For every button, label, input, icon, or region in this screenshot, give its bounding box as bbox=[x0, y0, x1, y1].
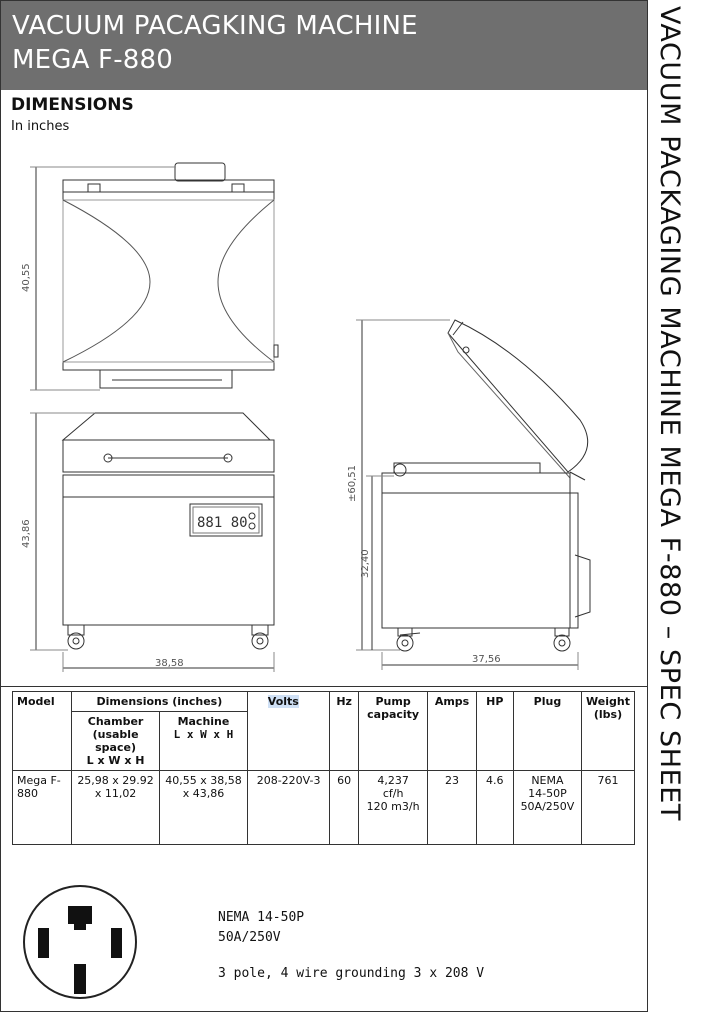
dim-side-height: 32,40 bbox=[360, 549, 371, 578]
header-chamber: Chamber (usable space) L x W x H bbox=[70, 711, 161, 771]
plug-info-line2: 50A/250V bbox=[218, 930, 281, 945]
header-pump: Pump capacity bbox=[357, 691, 429, 771]
front-view-drawing: 881 80 bbox=[30, 412, 275, 672]
technical-drawings: 881 80 40,55 bbox=[21, 162, 591, 672]
cell-chamber: 25,98 x 29.92 x 11,02 bbox=[70, 770, 161, 845]
spec-table: Model Dimensions (inches) Volts Hz Pump … bbox=[12, 691, 635, 845]
header-volts: Volts bbox=[246, 691, 331, 771]
plug-info: NEMA 14-50P 50A/250V 3 pole, 4 wire grou… bbox=[218, 908, 484, 984]
dim-side-open-height: ±60,51 bbox=[347, 465, 358, 502]
side-view-drawing bbox=[356, 319, 591, 670]
section-divider bbox=[1, 686, 647, 687]
dimensions-subheading: In inches bbox=[11, 119, 70, 133]
dim-top-height: 40,55 bbox=[21, 263, 32, 292]
vertical-title: VACUUM PACKAGING MACHINE MEGA F-880 – SP… bbox=[654, 6, 685, 822]
vertical-sidebar: VACUUM PACKAGING MACHINE MEGA F-880 – SP… bbox=[648, 0, 710, 1014]
cell-hp: 4.6 bbox=[475, 770, 514, 845]
header-model: Model bbox=[12, 691, 72, 771]
title-line-1: VACUUM PACAGKING MACHINE bbox=[12, 11, 418, 41]
cell-model: Mega F-880 bbox=[12, 770, 72, 845]
cell-weight: 761 bbox=[581, 770, 635, 845]
cell-volts: 208-220V-3 bbox=[246, 770, 331, 845]
plug-info-line3: 3 pole, 4 wire grounding 3 x 208 V bbox=[218, 966, 485, 981]
header-plug: Plug bbox=[512, 691, 583, 771]
control-panel-display: 881 80 bbox=[197, 515, 248, 531]
cell-amps: 23 bbox=[427, 770, 477, 845]
page-frame bbox=[0, 0, 648, 1012]
dimensions-heading: DIMENSIONS bbox=[11, 95, 134, 115]
header-hz: Hz bbox=[329, 691, 359, 771]
cell-plug: NEMA 14-50P 50A/250V bbox=[512, 770, 583, 845]
cell-hz: 60 bbox=[329, 770, 359, 845]
dim-front-height: 43,86 bbox=[21, 519, 32, 548]
header-weight: Weight (lbs) bbox=[581, 691, 635, 771]
header-machine: Machine L x W x H bbox=[159, 711, 248, 771]
cell-machine: 40,55 x 38,58 x 43,86 bbox=[159, 770, 248, 845]
nema-plug-icon bbox=[23, 885, 137, 999]
plug-info-line1: NEMA 14-50P bbox=[218, 910, 305, 925]
top-view-drawing bbox=[30, 162, 279, 391]
header-dimensions: Dimensions (inches) bbox=[70, 691, 248, 712]
dim-side-depth: 37,56 bbox=[472, 654, 501, 665]
header-hp: HP bbox=[475, 691, 514, 771]
title-line-2: MEGA F-880 bbox=[12, 45, 174, 75]
dim-front-width: 38,58 bbox=[155, 658, 184, 669]
header-amps: Amps bbox=[427, 691, 477, 771]
page-header: VACUUM PACAGKING MACHINE MEGA F-880 bbox=[1, 1, 647, 90]
cell-pump: 4,237 cf/h 120 m3/h bbox=[357, 770, 429, 845]
